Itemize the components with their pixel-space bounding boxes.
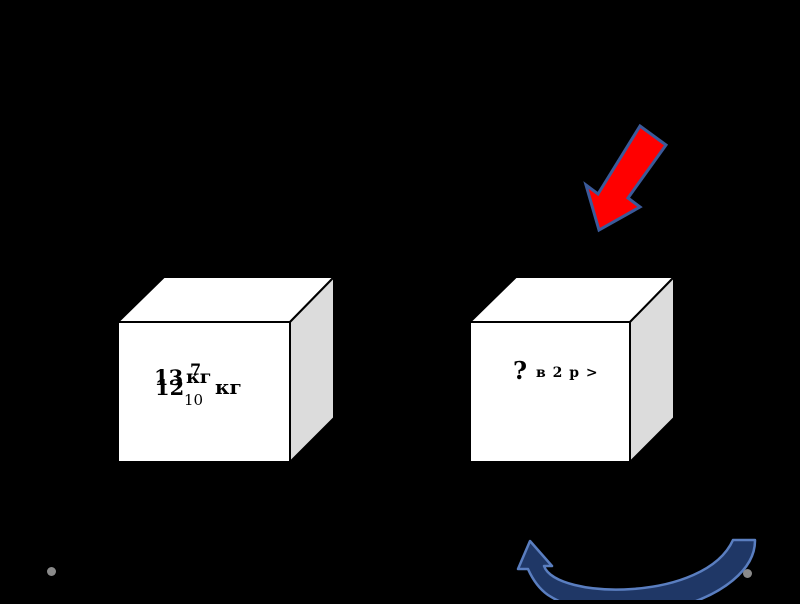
left-box-denominator: 10 [184, 393, 203, 408]
left-box-front-face [118, 322, 290, 462]
left-box-whole-number: 12 [155, 377, 184, 398]
bullet-dot-icon [743, 569, 752, 578]
curved-return-arrow-icon [518, 540, 755, 600]
right-box-front-face [470, 322, 630, 462]
right-box-relation-text: в 2 р > [536, 366, 599, 380]
left-box-numerator: 7 [190, 362, 201, 378]
red-down-left-arrow-icon [586, 126, 666, 230]
bullet-dot-icon [47, 567, 56, 576]
left-box [118, 277, 334, 462]
right-box-question-mark: ? [513, 359, 527, 383]
left-box-unit: кг [215, 377, 242, 397]
